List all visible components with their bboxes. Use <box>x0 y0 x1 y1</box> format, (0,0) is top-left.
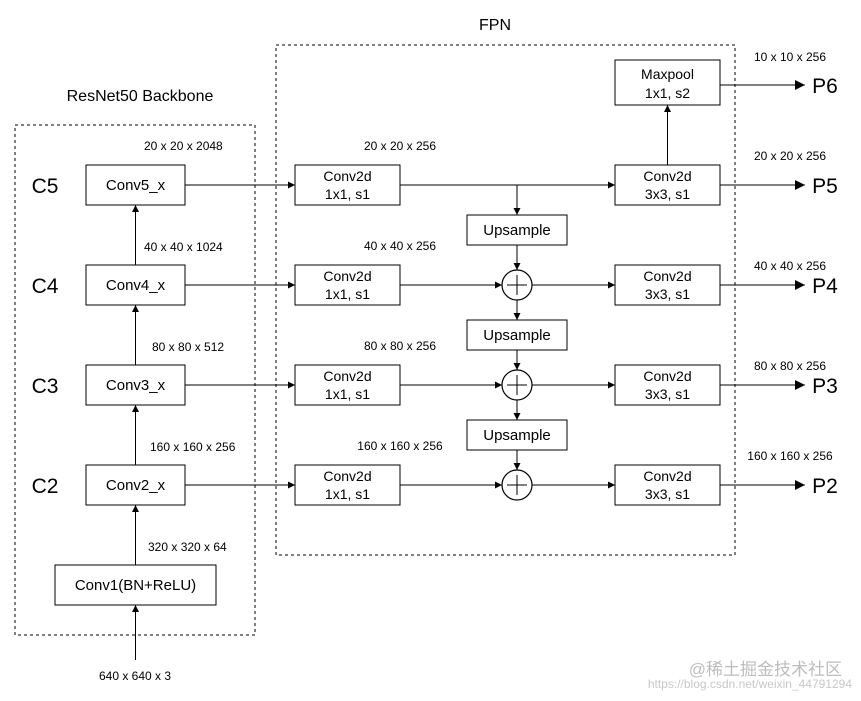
svg-text:Conv2d: Conv2d <box>643 168 691 184</box>
svg-text:Conv2d: Conv2d <box>323 468 371 484</box>
upsample-block-2: Upsample <box>466 319 568 351</box>
add-node-4 <box>501 269 533 301</box>
conv3-label: Conv3_x <box>106 377 166 394</box>
output-conv-2: Conv2d 3x3, s1 <box>614 464 721 506</box>
dim-p3: 80 x 80 x 256 <box>754 359 826 373</box>
dim-conv4-out: 40 x 40 x 1024 <box>144 240 223 254</box>
level-label-c5: C5 <box>32 175 59 198</box>
dim-conv3-out: 80 x 80 x 512 <box>152 340 224 354</box>
upsample-block-1: Upsample <box>466 214 568 246</box>
lateral-conv-5: Conv2d 1x1, s1 <box>294 164 401 206</box>
dim-lateral4: 40 x 40 x 256 <box>364 239 436 253</box>
dim-input: 640 x 640 x 3 <box>99 669 171 683</box>
svg-text:Conv2d: Conv2d <box>323 268 371 284</box>
lateral-conv-3: Conv2d 1x1, s1 <box>294 364 401 406</box>
backbone-title: ResNet50 Backbone <box>67 88 214 105</box>
svg-text:Maxpool: Maxpool <box>641 66 694 82</box>
dim-p2: 160 x 160 x 256 <box>747 449 833 463</box>
dim-lateral2: 160 x 160 x 256 <box>357 439 443 453</box>
svg-text:Conv2d: Conv2d <box>643 268 691 284</box>
svg-text:Conv2d: Conv2d <box>323 168 371 184</box>
svg-text:Conv2d: Conv2d <box>323 368 371 384</box>
conv2-block: Conv2_x <box>85 464 186 506</box>
svg-text:3x3, s1: 3x3, s1 <box>645 286 690 302</box>
dim-p4: 40 x 40 x 256 <box>754 259 826 273</box>
dim-conv2-out: 160 x 160 x 256 <box>150 440 236 454</box>
svg-text:1x1, s1: 1x1, s1 <box>325 486 370 502</box>
watermark-url: https://blog.csdn.net/weixin_44791294 <box>648 677 852 691</box>
fpn-group-frame <box>275 44 736 556</box>
lateral-conv-2: Conv2d 1x1, s1 <box>294 464 401 506</box>
svg-text:3x3, s1: 3x3, s1 <box>645 486 690 502</box>
output-label-p2: P2 <box>812 475 838 498</box>
svg-text:1x1, s1: 1x1, s1 <box>325 186 370 202</box>
add-node-3 <box>501 369 533 401</box>
svg-text:1x1, s2: 1x1, s2 <box>645 85 690 101</box>
output-label-p5: P5 <box>812 175 838 198</box>
fpn-title: FPN <box>479 17 511 34</box>
level-label-c4: C4 <box>32 275 59 298</box>
svg-text:Upsample: Upsample <box>483 222 551 239</box>
svg-text:Upsample: Upsample <box>483 327 551 344</box>
conv4-block: Conv4_x <box>85 264 186 306</box>
svg-text:Conv2d: Conv2d <box>643 368 691 384</box>
conv5-block: Conv5_x <box>85 164 186 206</box>
svg-text:3x3, s1: 3x3, s1 <box>645 386 690 402</box>
upsample-block-3: Upsample <box>466 419 568 451</box>
svg-text:Conv2d: Conv2d <box>643 468 691 484</box>
svg-text:1x1, s1: 1x1, s1 <box>325 286 370 302</box>
output-conv-4: Conv2d 3x3, s1 <box>614 264 721 306</box>
conv1-block: Conv1(BN+ReLU) <box>54 564 217 606</box>
watermark-text: @稀土掘金技术社区 <box>689 660 842 679</box>
dim-conv5-out: 20 x 20 x 2048 <box>144 139 223 153</box>
conv1-label: Conv1(BN+ReLU) <box>75 577 196 594</box>
dim-lateral3: 80 x 80 x 256 <box>364 339 436 353</box>
dim-p5: 20 x 20 x 256 <box>754 149 826 163</box>
output-label-p3: P3 <box>812 375 838 398</box>
dim-p6: 10 x 10 x 256 <box>754 50 826 64</box>
dim-lateral5: 20 x 20 x 256 <box>364 139 436 153</box>
level-label-c3: C3 <box>32 375 59 398</box>
lateral-conv-4: Conv2d 1x1, s1 <box>294 264 401 306</box>
conv2-label: Conv2_x <box>106 477 166 494</box>
conv4-label: Conv4_x <box>106 277 166 294</box>
svg-text:Upsample: Upsample <box>483 427 551 444</box>
conv3-block: Conv3_x <box>85 364 186 406</box>
output-label-p4: P4 <box>812 275 838 298</box>
output-conv-3: Conv2d 3x3, s1 <box>614 364 721 406</box>
output-conv-5: Conv2d 3x3, s1 <box>614 164 721 206</box>
output-label-p6: P6 <box>812 75 838 98</box>
svg-text:3x3, s1: 3x3, s1 <box>645 186 690 202</box>
maxpool-block: Maxpool 1x1, s2 <box>614 59 721 106</box>
level-label-c2: C2 <box>32 475 59 498</box>
svg-text:1x1, s1: 1x1, s1 <box>325 386 370 402</box>
add-node-2 <box>501 469 533 501</box>
conv5-label: Conv5_x <box>106 177 166 194</box>
dim-conv1-out: 320 x 320 x 64 <box>148 540 227 554</box>
